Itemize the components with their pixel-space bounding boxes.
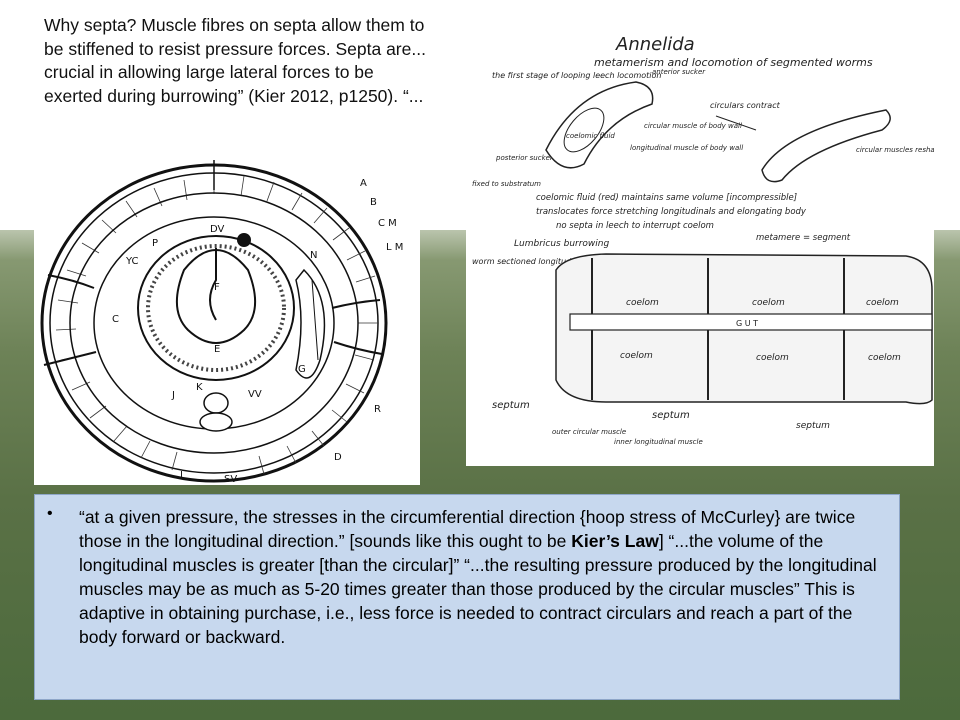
earthworm-cross-section-figure: A B C M L M DV P YC N F C E G K J VV R D…	[34, 160, 420, 485]
label-dv: DV	[210, 224, 225, 235]
leech-body	[545, 81, 654, 169]
label-lm: L M	[386, 242, 403, 253]
seta	[47, 274, 95, 289]
longitudinal-muscle-label: longitudinal muscle of body wall	[630, 144, 743, 152]
leech-caption: the first stage of looping leech locomot…	[492, 71, 661, 80]
lumbricus-label: Lumbricus burrowing	[514, 239, 609, 249]
label-n: N	[310, 250, 317, 261]
septum-label: septum	[652, 410, 690, 421]
seta	[331, 299, 381, 309]
inner-longitudinal-label: inner longitudinal muscle	[614, 438, 703, 446]
seta	[333, 341, 383, 355]
worm-sectioned-label: worm sectioned longitudinally	[472, 257, 593, 266]
anterior-sucker-label: anterior sucker	[652, 68, 706, 76]
note-line-3: no septa in leech to interrupt coelom	[556, 221, 714, 231]
leech-elongated	[761, 109, 891, 183]
septum-label: septum	[796, 421, 830, 431]
circular-reshape-label: circular muscles reshape the coelom	[856, 146, 934, 154]
label-k: K	[196, 382, 203, 393]
figure-labels: A B C M L M DV P YC N F C E G K J VV R D…	[112, 178, 403, 485]
posterior-sucker-label: posterior sucker	[495, 154, 554, 162]
bullet-text: “at a given pressure, the stresses in th…	[79, 505, 883, 649]
fixed-substratum-label: fixed to substratum	[472, 180, 541, 188]
label-b: B	[370, 197, 377, 208]
coelom-label: coelom	[866, 298, 899, 308]
coelomic-fluid-label: coelomic fluid	[566, 132, 615, 140]
septa-quote: Why septa? Muscle fibres on septa allow …	[44, 15, 426, 106]
bullet-text-part1: “at a given pressure, the stresses in th…	[79, 507, 856, 551]
circulars-contract-label: circulars contract	[710, 101, 781, 110]
label-f: F	[214, 282, 220, 293]
label-d: D	[334, 452, 342, 463]
label-j: J	[171, 390, 175, 401]
nephridium	[295, 268, 326, 379]
circular-muscle-label: circular muscle of body wall	[644, 122, 742, 130]
coelom-label: coelom	[752, 298, 785, 308]
outer-circular-label: outer circular muscle	[552, 428, 626, 436]
gut-label: G U T	[736, 319, 758, 328]
figure-title: Annelida	[615, 34, 695, 55]
label-sv: SV	[224, 474, 237, 485]
ventral-vessel	[203, 392, 229, 414]
label-p: P	[152, 238, 158, 249]
label-e: E	[214, 344, 220, 355]
coelom-label: coelom	[868, 353, 901, 363]
seta	[43, 351, 97, 366]
coelom-label: coelom	[756, 353, 789, 363]
kier-law-emphasis: Kier’s Law	[571, 531, 659, 551]
label-i: I	[180, 470, 183, 481]
annelida-locomotion-figure: Annelida metamerism and locomotion of se…	[466, 30, 960, 466]
label-a: A	[360, 178, 367, 189]
septum-label: septum	[492, 400, 530, 411]
label-r: R	[374, 404, 381, 415]
dorsal-vessel	[237, 233, 251, 247]
label-cm: C M	[378, 218, 397, 229]
label-g: G	[298, 364, 306, 375]
gut	[569, 313, 933, 331]
note-line-2: translocates force stretching longitudin…	[536, 207, 807, 217]
note-line-1: coelomic fluid (red) maintains same volu…	[536, 193, 797, 203]
typhlosole	[175, 249, 257, 344]
nerve-cord	[199, 412, 233, 432]
label-c: C	[112, 314, 119, 325]
metamere-label: metamere = segment	[756, 233, 851, 243]
coelom-label: coelom	[626, 298, 659, 308]
label-vv: VV	[248, 389, 262, 400]
bullet-text-part2: ] “...the volume of the longitudinal mus…	[79, 531, 877, 647]
quote-bullet-box: • “at a given pressure, the stresses in …	[34, 494, 900, 700]
bullet-symbol: •	[47, 505, 53, 522]
coelom-label: coelom	[620, 351, 653, 361]
worm-longitudinal-section: G U T coelom coelom coelom coelom coelom…	[555, 253, 933, 405]
muscle-band-hatching	[55, 174, 378, 475]
label-yc: YC	[125, 256, 139, 267]
figure-subtitle: metamerism and locomotion of segmented w…	[594, 56, 873, 69]
